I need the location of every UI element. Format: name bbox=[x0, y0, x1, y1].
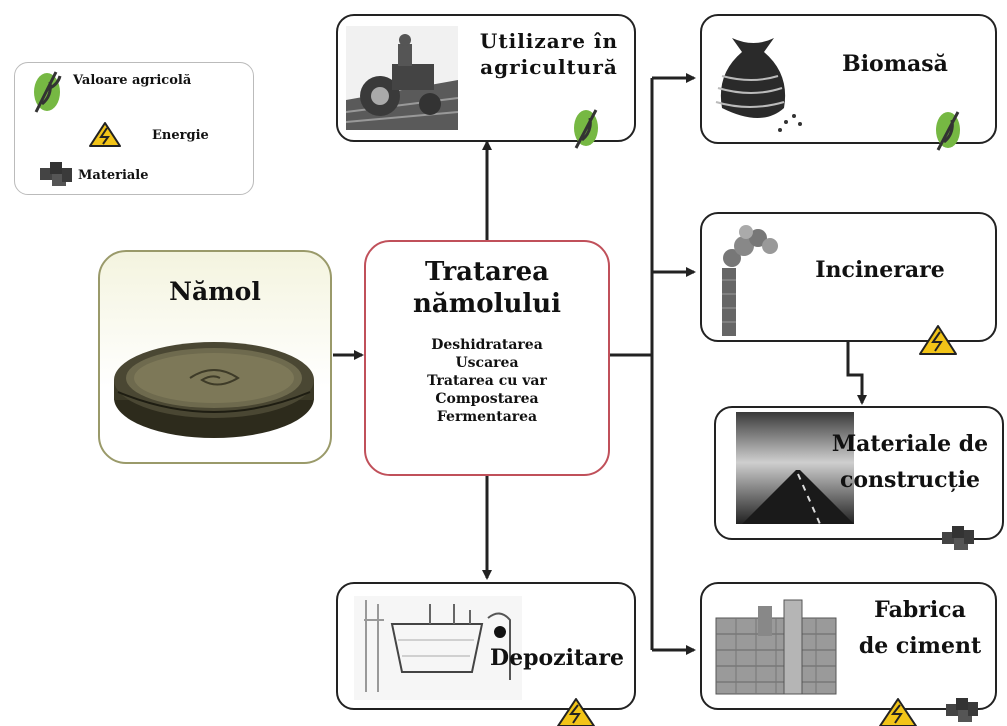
treatment-step: Fermentarea bbox=[436, 409, 538, 425]
treatment-step: Tratarea cu var bbox=[427, 373, 547, 389]
legend-energy-icon bbox=[89, 122, 121, 147]
namol-title: Nămol bbox=[169, 277, 261, 306]
legend-materials-label: Materiale bbox=[78, 168, 149, 183]
treatment-box bbox=[364, 240, 610, 476]
incineration-title: Incinerare bbox=[815, 257, 945, 283]
agriculture-line1: Utilizare în bbox=[479, 29, 619, 53]
cement-factory-line1: Fabrica bbox=[874, 597, 966, 623]
legend-agri-label: Valoare agricolă bbox=[73, 73, 192, 88]
legend-agri-icon bbox=[34, 71, 62, 113]
treatment-title-line1: Tratarea bbox=[425, 257, 549, 287]
arrow-incineration-to-building bbox=[846, 342, 867, 405]
agriculture-line2: agricultură bbox=[480, 55, 618, 79]
treatment-step: Uscarea bbox=[455, 355, 519, 371]
treatment-step: Deshidratarea bbox=[431, 337, 543, 353]
storage-title: Depozitare bbox=[490, 645, 624, 671]
building-materials-line2: construcție bbox=[839, 467, 981, 493]
building-materials-line1: Materiale de bbox=[831, 431, 989, 457]
biomass-title: Biomasă bbox=[842, 51, 948, 77]
treatment-title-line2: nămolului bbox=[412, 289, 562, 319]
treatment-steps: Deshidratarea Uscarea Tratarea cu var Co… bbox=[364, 336, 610, 426]
cement-materials-icon bbox=[946, 698, 978, 722]
cement-factory-line2: de ciment bbox=[858, 633, 982, 659]
treatment-step: Compostarea bbox=[435, 391, 539, 407]
legend-energy-label: Energie bbox=[152, 128, 209, 143]
cement-energy-icon bbox=[879, 698, 917, 726]
legend-materials-icon bbox=[40, 162, 72, 186]
